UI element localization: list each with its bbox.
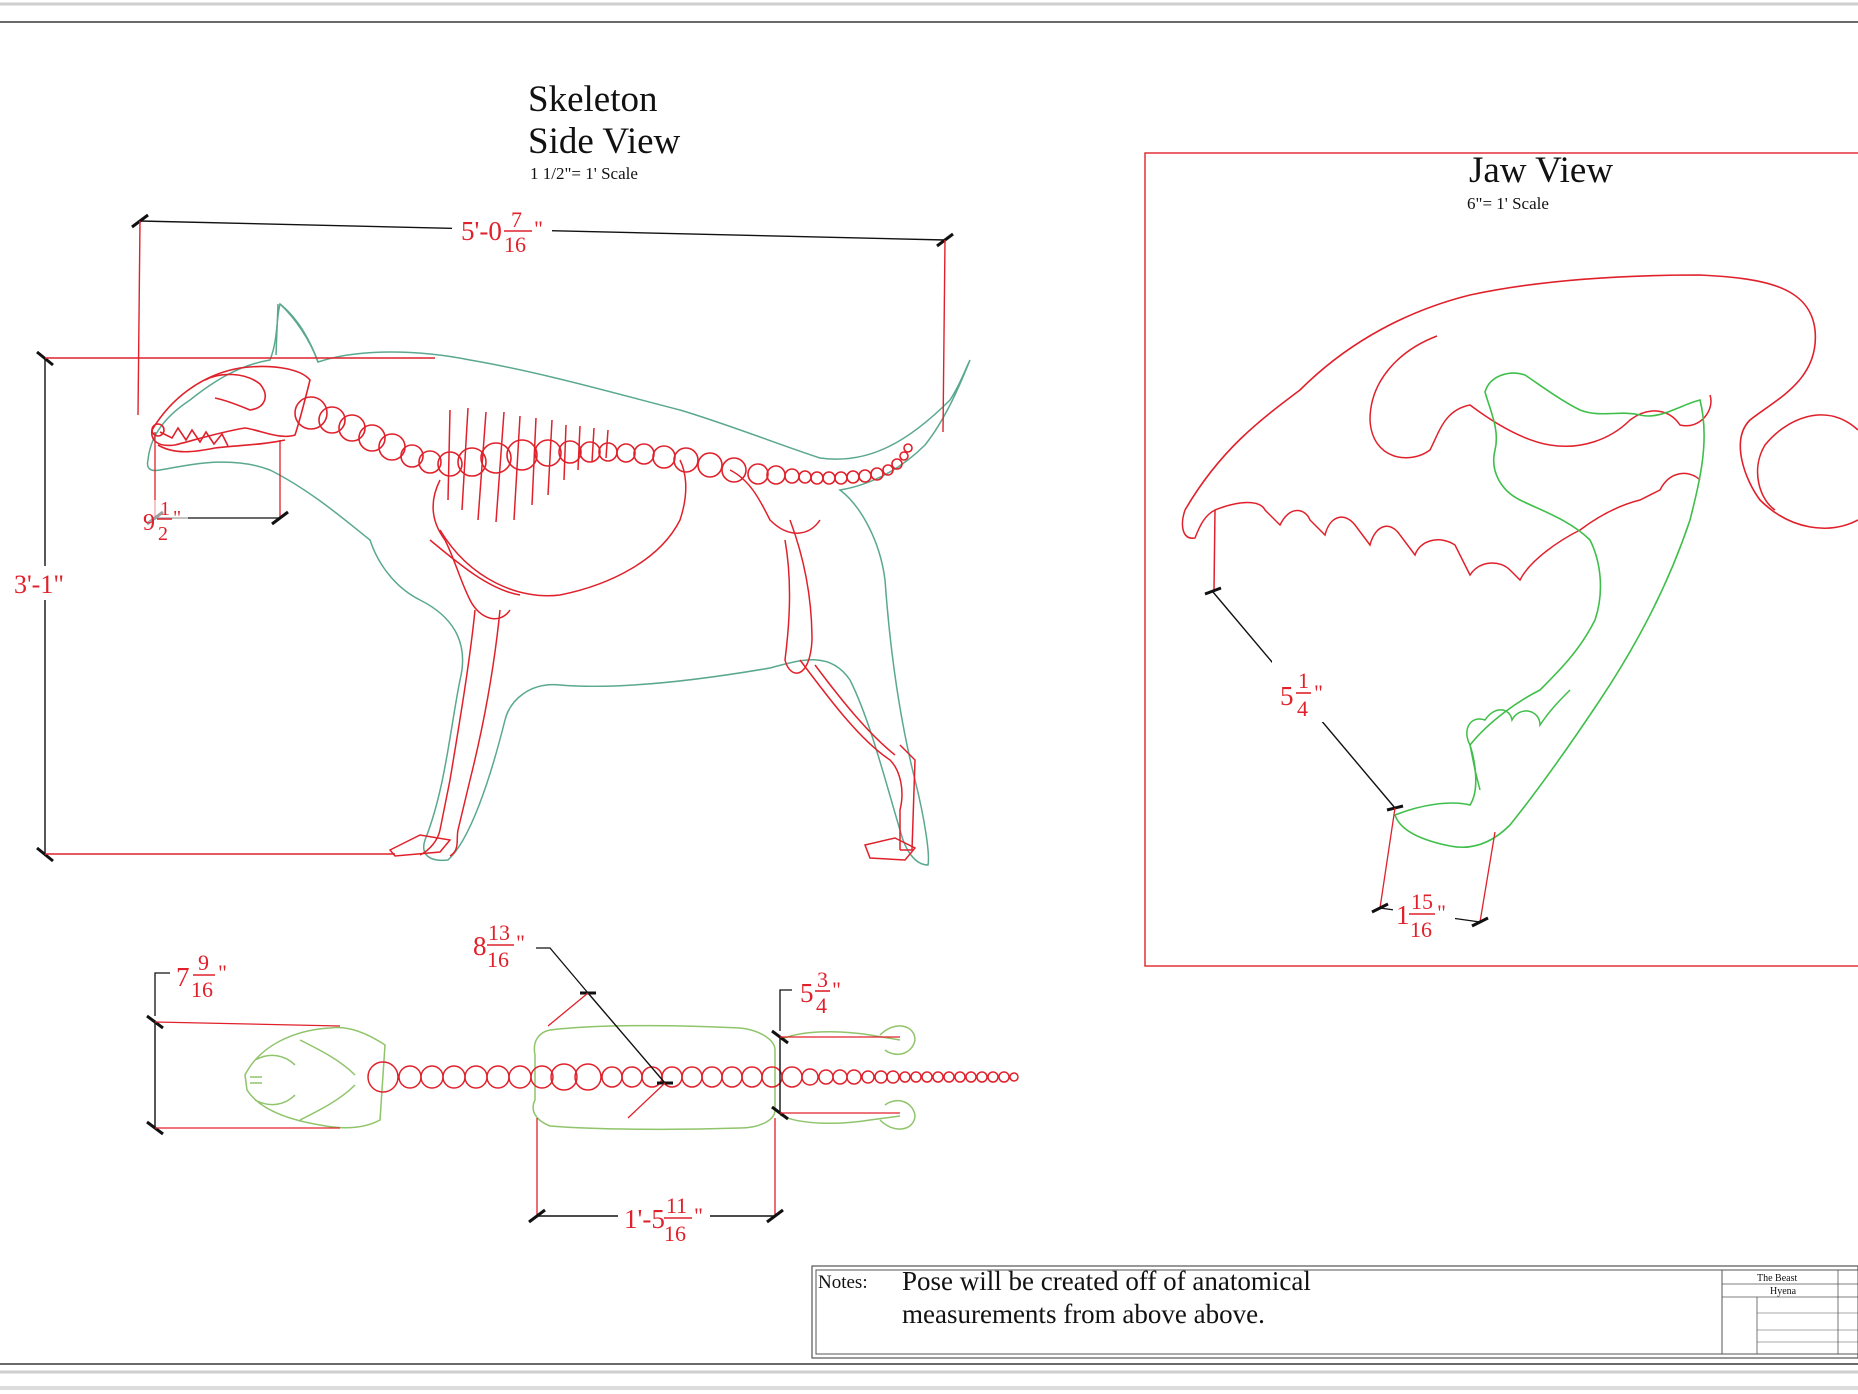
spine-vertebrae — [294, 396, 913, 485]
dim-jaw-gape-den: 4 — [1297, 696, 1308, 721]
dim-skull-width-num: 9 — [198, 950, 209, 975]
dim-torso-length-den: 16 — [664, 1221, 686, 1246]
dim-rib-diagonal-whole: 8 — [473, 931, 487, 961]
front-leg — [388, 479, 511, 857]
dim-overall-length-unit: " — [534, 216, 543, 241]
dim-height-text: 3'-1" — [14, 570, 64, 599]
dim-head-drop-num: 1 — [160, 498, 170, 520]
dim-head-drop: 9 1 2 " — [140, 432, 289, 546]
skeleton-scale-note: 1 1/2"= 1' Scale — [530, 164, 638, 183]
hips-top — [779, 1025, 916, 1130]
hind-leg — [729, 469, 917, 861]
top-view: 7 9 16 " 8 13 16 " 5 — [146, 920, 1019, 1246]
title-block-title: The Beast — [1757, 1273, 1797, 1284]
torso-top — [532, 1024, 776, 1131]
dim-canine-num: 15 — [1411, 889, 1433, 914]
jaw-view: Jaw View 6"= 1' Scale 5 1 4 " — [1144, 150, 1858, 967]
dim-skull-width-den: 16 — [191, 977, 213, 1002]
dim-rib-diagonal-den: 16 — [487, 947, 509, 972]
lower-teeth — [1466, 689, 1571, 791]
dim-hip-width-num: 3 — [817, 967, 828, 992]
dim-torso-length: 1'-5 11 16 " — [528, 1118, 784, 1246]
notes-line1: Pose will be created off of anatomical — [902, 1266, 1311, 1296]
skull-side — [150, 365, 311, 453]
notes-label: Notes: — [818, 1272, 868, 1293]
dim-skull-width: 7 9 16 " — [146, 950, 341, 1136]
jaw-view-scale-note: 6"= 1' Scale — [1467, 194, 1549, 213]
rib-cage — [429, 407, 687, 597]
dim-jaw-gape: 5 1 4 " — [1204, 586, 1404, 812]
title-block: The Beast Hyena — [1721, 1269, 1858, 1355]
skull-crest — [1369, 335, 1712, 459]
ear-outline — [275, 303, 319, 363]
dim-hip-width: 5 3 4 " — [771, 967, 900, 1121]
dim-jaw-gape-unit: " — [1314, 680, 1323, 705]
dim-hip-width-whole: 5 — [800, 978, 814, 1008]
title-block-subject: Hyena — [1770, 1286, 1797, 1297]
jaw-view-title: Jaw View — [1469, 150, 1613, 191]
skull-top — [244, 1026, 386, 1129]
dim-canine-den: 16 — [1410, 917, 1432, 942]
dim-jaw-gape-num: 1 — [1298, 668, 1309, 693]
dim-torso-length-num: 11 — [666, 1193, 687, 1218]
dim-torso-length-unit: " — [694, 1203, 703, 1228]
dim-overall-length-den: 16 — [504, 232, 526, 257]
dim-rib-diagonal-unit: " — [516, 930, 525, 955]
dim-jaw-gape-whole: 5 — [1280, 681, 1294, 711]
skeleton-title-line2: Side View — [528, 121, 681, 162]
dim-skull-width-unit: " — [218, 960, 227, 985]
dim-overall-length-whole: 5'-0 — [461, 216, 502, 246]
lower-jaw — [1394, 372, 1705, 849]
dim-torso-length-whole: 1'-5 — [624, 1204, 665, 1234]
dim-rib-diagonal: 8 13 16 " — [473, 920, 673, 1119]
dim-canine-whole: 1 — [1396, 900, 1410, 930]
body-outline — [146, 302, 971, 866]
dim-head-drop-whole: 9 — [143, 510, 155, 536]
upper-teeth — [1181, 472, 1701, 591]
dim-hip-width-unit: " — [832, 977, 841, 1002]
dim-hip-width-den: 4 — [816, 993, 827, 1018]
notes-box: Notes: Pose will be created off of anato… — [811, 1265, 1858, 1359]
dim-skull-width-whole: 7 — [176, 962, 190, 992]
dim-canine-unit: " — [1437, 900, 1446, 925]
dim-overall-length-num: 7 — [511, 207, 522, 232]
dim-head-drop-den: 2 — [158, 523, 168, 545]
dim-overall-length: 5'-0 7 16 " — [131, 206, 954, 433]
jaw-view-frame — [1144, 152, 1858, 967]
dim-rib-diagonal-num: 13 — [488, 920, 510, 945]
spine-top — [367, 1061, 1019, 1093]
dim-height: 3'-1" — [10, 350, 435, 863]
notes-line2: measurements from above above. — [902, 1299, 1265, 1329]
dim-head-drop-unit: " — [173, 507, 181, 529]
skeleton-side-view: Skeleton Side View 1 1/2"= 1' Scale — [10, 79, 971, 866]
dim-canine: 1 15 16 " — [1371, 807, 1496, 942]
skeleton-title-line1: Skeleton — [528, 79, 657, 120]
upper-skull — [1184, 274, 1858, 529]
